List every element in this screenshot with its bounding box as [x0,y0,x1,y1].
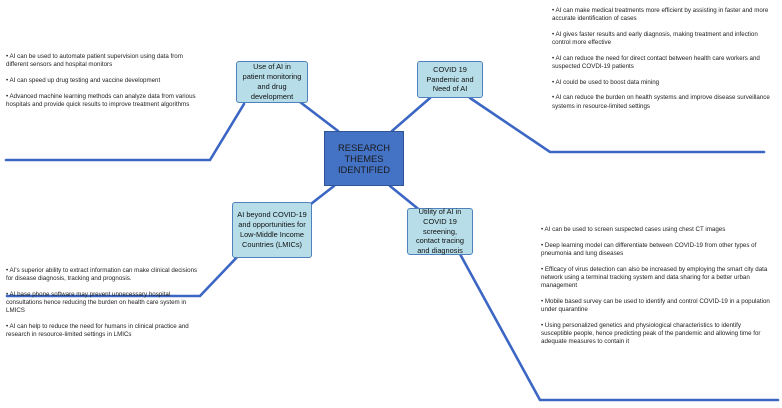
connector-center-to-bottom-right [388,184,424,214]
theme-label: AI beyond COVID-19 and opportunities for… [237,210,307,249]
points-covid-need: • AI can make medical treatments more ef… [552,7,770,118]
connector-bottom-right-to-text [458,252,780,402]
point-item: • AI can be used to screen suspected cas… [541,226,726,233]
point-item: • Advanced machine learning methods can … [6,92,196,108]
point-item: • AI could be used to boost data mining [552,78,660,86]
point-item: • AI can make medical treatments more ef… [552,7,769,23]
theme-box-beyond-covid: AI beyond COVID-19 and opportunities for… [232,202,312,258]
point-item: • AI gives faster results and early diag… [552,30,758,47]
points-beyond-covid: • AI's superior ability to extract infor… [6,267,202,347]
center-node-label: RESEARCH THEMES IDENTIFIED [337,141,391,176]
connector-center-to-top-left [298,100,340,133]
point-item: • AI can reduce the burden on health sys… [552,94,770,110]
point-item: • Deep learning model can differentiate … [541,241,757,257]
point-item: • AI base phone software may prevent unn… [6,290,187,315]
connector-bottom-left-to-text [5,252,242,298]
point-item: • AI can reduce the need for direct cont… [552,54,760,70]
point-item: • AI's superior ability to extract infor… [6,267,198,283]
center-node: RESEARCH THEMES IDENTIFIED [324,131,404,186]
theme-label: Utility of AI in COVID 19 screening, con… [415,207,465,256]
point-item: • Using personalized genetics and physio… [541,321,761,345]
theme-box-covid-screening: Utility of AI in COVID 19 screening, con… [407,207,473,256]
theme-label: Use of AI in patient monitoring and drug… [242,62,302,101]
connector-top-right-to-text [468,96,766,154]
point-item: • Mobile based survey can be used to ide… [541,297,770,313]
connector-top-left-to-text [4,102,246,162]
point-item: • AI can help to reduce the need for hum… [6,322,189,339]
theme-box-patient-monitoring: Use of AI in patient monitoring and drug… [236,61,308,103]
points-covid-screening: • AI can be used to screen suspected cas… [541,226,773,354]
point-item: • AI can speed up drug testing and vacci… [6,76,161,84]
points-patient-monitoring: • AI can be used to automate patient sup… [6,53,202,116]
point-item: • Efficacy of virus detection can also b… [541,265,768,289]
connector-center-to-top-right [390,96,432,133]
theme-label: COVID 19 Pandemic and Need of AI [426,64,474,94]
point-item: • AI can be used to automate patient sup… [6,53,183,69]
theme-box-covid-need: COVID 19 Pandemic and Need of AI [417,61,483,98]
